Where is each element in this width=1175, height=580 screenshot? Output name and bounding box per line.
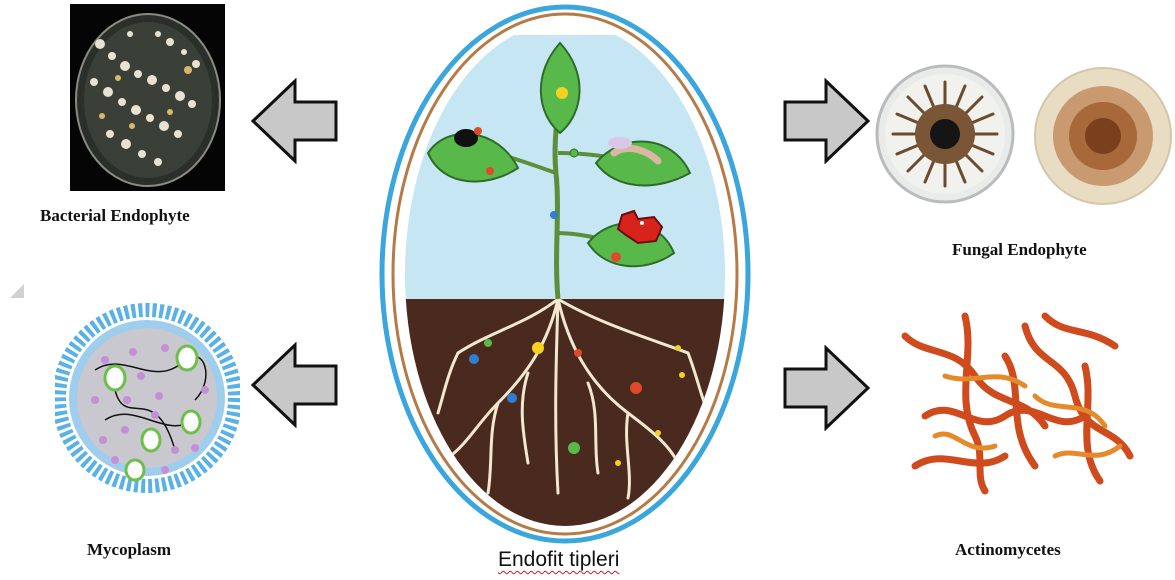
corner-triangle-icon	[10, 284, 24, 298]
bacterial-endophyte-image	[70, 4, 225, 191]
arrow-right-icon	[781, 78, 871, 164]
fungal-endophyte-label: Fungal Endophyte	[952, 240, 1087, 260]
endophyte-plant-illustration	[378, 3, 752, 545]
mycoplasm-image	[55, 300, 240, 500]
arrow-right-icon	[781, 345, 871, 431]
arrow-left-icon	[250, 78, 340, 164]
arrow-left-icon	[250, 342, 340, 428]
actinomycetes-label: Actinomycetes	[955, 540, 1061, 560]
actinomycetes-image	[885, 296, 1145, 496]
fungal-endophyte-image	[875, 56, 1175, 216]
center-caption: Endofit tipleri	[498, 548, 619, 572]
mycoplasm-label: Mycoplasm	[87, 540, 171, 560]
bacterial-endophyte-label: Bacterial Endophyte	[40, 206, 190, 226]
